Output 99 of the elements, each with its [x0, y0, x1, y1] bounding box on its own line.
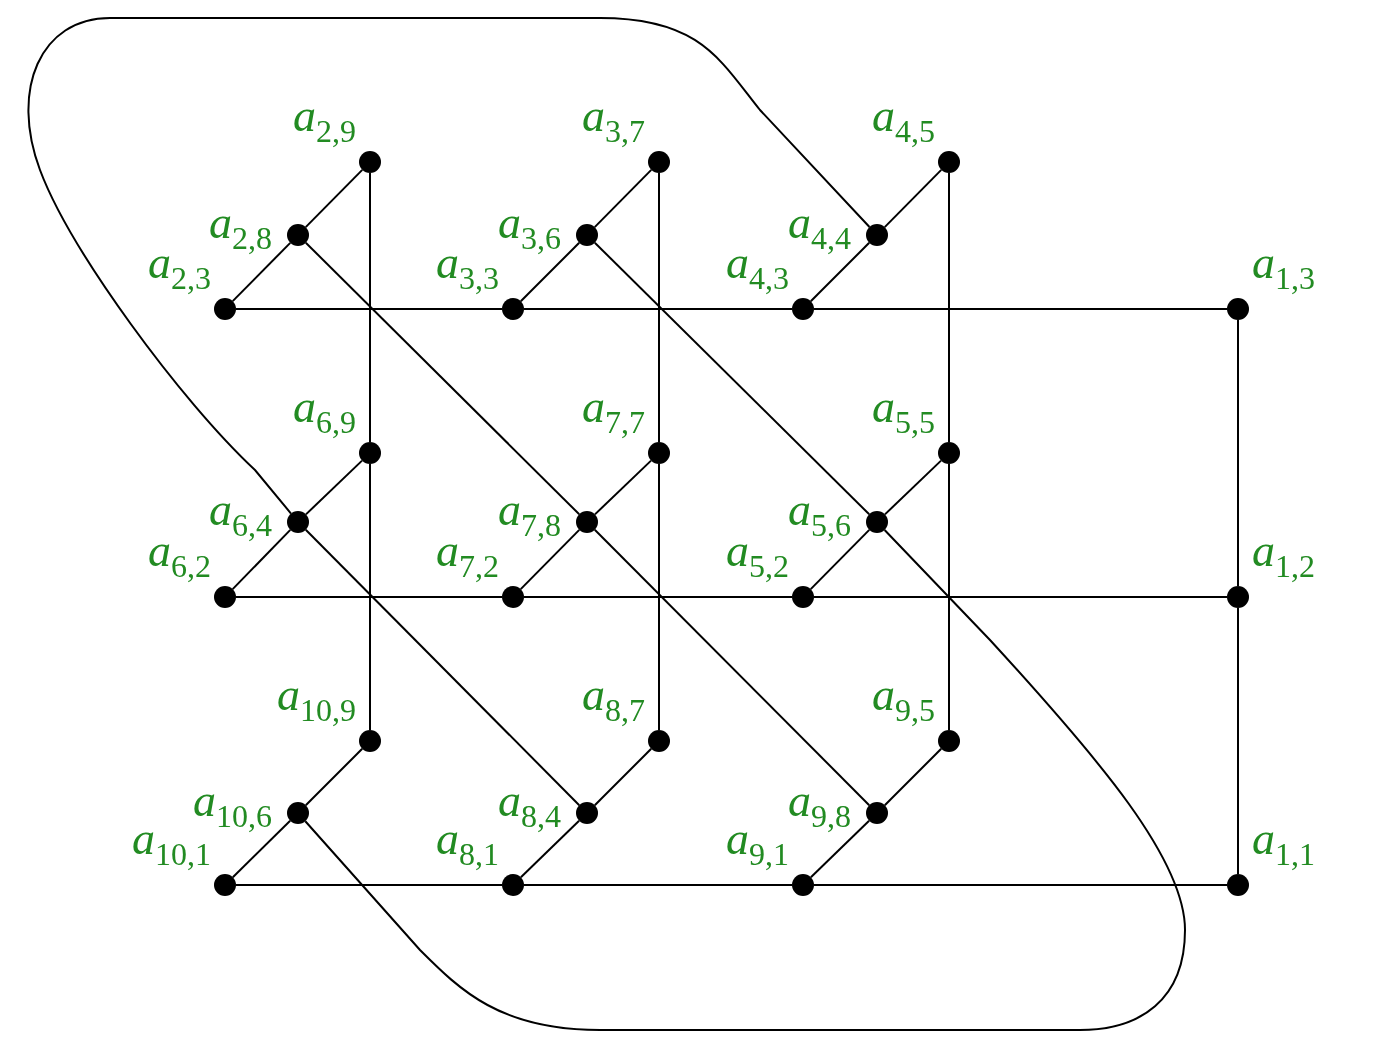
vertex-dot	[866, 802, 888, 824]
vertex-dot	[287, 511, 309, 533]
vertex-label: a$_{1,2}$	[1252, 529, 1315, 585]
edge-line	[304, 747, 364, 807]
vertex-label: a$_{3,6}$	[498, 201, 561, 257]
edge-line	[519, 241, 581, 303]
vertex-dot	[792, 298, 814, 320]
vertex-dot	[214, 586, 236, 608]
vertex-dot	[576, 802, 598, 824]
edge-line	[519, 819, 581, 879]
vertex-label: a$_{7,2}$	[436, 529, 499, 585]
edge-line	[883, 168, 943, 229]
vertex-dot	[938, 151, 960, 173]
vertex-dot	[502, 874, 524, 896]
edge-line	[883, 747, 943, 807]
vertex-label: a$_{4,4}$	[788, 201, 851, 257]
vertex-dot	[792, 874, 814, 896]
vertex-dot	[866, 224, 888, 246]
edge-line	[304, 528, 581, 807]
edge-line	[235, 308, 503, 310]
edge-line	[235, 596, 503, 598]
edge-line	[231, 241, 292, 303]
edge-line	[593, 459, 653, 516]
vertex-label: a$_{6,2}$	[148, 529, 211, 585]
edge-line	[304, 168, 364, 229]
edge-line	[813, 308, 1228, 310]
vertex-label: a$_{5,2}$	[726, 529, 789, 585]
vertex-dot	[576, 224, 598, 246]
vertex-label: a$_{4,5}$	[872, 94, 935, 150]
edge-line	[948, 463, 950, 731]
edge-line	[519, 528, 581, 591]
vertex-dot	[359, 442, 381, 464]
vertex-dot	[214, 298, 236, 320]
vertex-label: a$_{3,3}$	[436, 241, 499, 297]
vertex-label: a$_{7,7}$	[582, 385, 645, 441]
edge-line	[369, 172, 371, 443]
edge-line	[304, 459, 364, 516]
vertex-label: a$_{6,4}$	[209, 488, 272, 544]
vertex-dot	[1227, 874, 1249, 896]
edge-line	[235, 884, 503, 886]
vertex-label: a$_{9,1}$	[726, 817, 789, 873]
edge-line	[593, 241, 871, 516]
edge-line	[809, 819, 871, 879]
vertex-label: a$_{1,1}$	[1252, 817, 1315, 873]
edge-line	[1237, 607, 1239, 875]
vertex-label: a$_{8,7}$	[582, 673, 645, 729]
vertex-dot	[214, 874, 236, 896]
edge-line	[809, 528, 871, 591]
edge-line	[593, 747, 653, 807]
vertex-label: a$_{4,3}$	[726, 241, 789, 297]
vertex-label: a$_{7,8}$	[498, 488, 561, 544]
edge-line	[813, 596, 1228, 598]
vertex-label: a$_{8,4}$	[498, 779, 561, 835]
vertex-label: a$_{3,7}$	[582, 94, 645, 150]
vertex-label: a$_{2,8}$	[209, 201, 272, 257]
vertex-label: a$_{2,9}$	[293, 94, 356, 150]
vertex-dot	[648, 442, 670, 464]
vertex-dot	[938, 730, 960, 752]
vertex-label: a$_{9,5}$	[872, 673, 935, 729]
edge-line	[948, 172, 950, 443]
vertex-dot	[792, 586, 814, 608]
vertex-dot	[359, 151, 381, 173]
vertex-label: a$_{5,6}$	[788, 488, 851, 544]
vertex-dot	[287, 802, 309, 824]
vertex-label: a$_{2,3}$	[148, 241, 211, 297]
vertex-dot	[287, 224, 309, 246]
edge-line	[813, 884, 1228, 886]
vertex-dot	[359, 730, 381, 752]
vertex-dot	[1227, 586, 1249, 608]
vertex-label: a$_{5,5}$	[872, 385, 935, 441]
edge-line	[658, 172, 660, 443]
edge-line	[523, 308, 793, 310]
vertex-dot	[648, 151, 670, 173]
curved-edge	[27, 17, 871, 515]
edge-line	[231, 819, 292, 879]
vertex-dot	[938, 442, 960, 464]
edge-line	[523, 596, 793, 598]
vertex-dot	[576, 511, 598, 533]
vertex-label: a$_{8,1}$	[436, 817, 499, 873]
edge-line	[593, 528, 871, 807]
edge-line	[369, 463, 371, 731]
edge-line	[809, 241, 871, 303]
vertex-label: a$_{1,3}$	[1252, 241, 1315, 297]
vertex-dot	[502, 298, 524, 320]
vertex-dot	[1227, 298, 1249, 320]
edge-line	[883, 459, 943, 516]
vertex-label: a$_{10,9}$	[277, 673, 356, 729]
edge-line	[658, 463, 660, 731]
vertex-dot	[866, 511, 888, 533]
edge-line	[231, 528, 292, 591]
edge-line	[1237, 319, 1239, 587]
edge-line	[593, 168, 653, 229]
vertex-dot	[648, 730, 670, 752]
edge-line	[523, 884, 793, 886]
vertex-dot	[502, 586, 524, 608]
vertex-label: a$_{9,8}$	[788, 779, 851, 835]
edge-line	[304, 241, 581, 516]
vertex-label: a$_{6,9}$	[293, 385, 356, 441]
curved-edge	[304, 528, 1186, 1031]
